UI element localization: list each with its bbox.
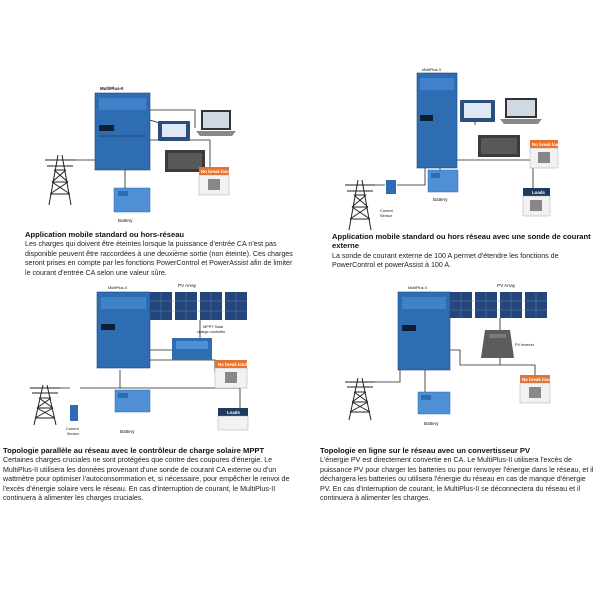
no-break-loads-label: No break loads — [532, 142, 564, 147]
diagram-3-canvas: PV Array MultiPlus-II MPPT So — [30, 283, 250, 431]
pv-array: PV Array — [150, 283, 247, 320]
pv-array-label: PV Array — [178, 283, 197, 288]
no-break-loads-label: No break loads — [201, 169, 233, 174]
loads-box: Loads — [217, 408, 249, 431]
diagram-standard-mobile: MultiPlus-II Battery No break — [0, 0, 300, 277]
battery-unit: Battery — [427, 169, 459, 202]
diagram-4-canvas: PV Array MultiPlus-II PV Inverter — [345, 283, 554, 426]
current-sensor-label-2: Sensor — [380, 214, 393, 218]
diagram-grid-parallel-mppt: PV Array MultiPlus-II MPPT So — [0, 280, 300, 520]
caption-body: Les charges qui doivent être éteintes lo… — [25, 240, 293, 277]
caption-body: La sonde de courant externe de 100 A per… — [332, 251, 559, 270]
wires — [375, 318, 536, 392]
battery-label: Battery — [118, 218, 133, 223]
loads-box: Loads — [522, 188, 551, 217]
caption-title: Application mobile standard ou hors rése… — [332, 232, 591, 251]
diagram-3-labels: Battery Current Sensor — [66, 427, 135, 436]
current-sensor-label-1: Current — [66, 427, 80, 431]
mppt-label-1: MPPT Solar — [203, 325, 224, 329]
multiplus-unit: MultiPlus-II — [96, 286, 151, 369]
battery-unit — [114, 389, 151, 413]
caption-external-sensor: Application mobile standard ou hors rése… — [332, 232, 594, 271]
caption-title: Topologie parallèle au réseau avec le co… — [3, 446, 265, 455]
laptop-icon — [500, 98, 542, 124]
pv-inverter-label: PV Inverter — [515, 343, 535, 347]
loads-label: Loads — [227, 410, 240, 415]
caption-body: Certaines charges cruciales ne sont prot… — [3, 456, 290, 503]
no-break-loads-label: No break loads — [218, 362, 250, 367]
control-unit — [165, 150, 205, 172]
multiplus-unit: MultiPlus-II — [94, 86, 151, 171]
battery-unit: Battery — [113, 187, 151, 223]
no-break-loads-box: No break loads — [519, 375, 554, 404]
multiplus-unit: MultiPlus-II — [416, 68, 458, 169]
diagram-external-sensor: Current Sensor MultiPlus-II Battery — [300, 0, 600, 270]
pv-array: PV Array — [450, 283, 547, 318]
current-sensor: Current Sensor — [380, 180, 396, 218]
caption-title: Application mobile standard ou hors-rése… — [25, 230, 185, 239]
gx-panel — [460, 100, 495, 122]
no-break-loads-box: No break loads — [529, 140, 564, 169]
multiplus-unit: MultiPlus-II — [397, 286, 451, 371]
diagram-2-canvas: Current Sensor MultiPlus-II Battery — [345, 68, 564, 231]
mppt-label-2: charge controller — [197, 330, 226, 334]
power-tower-icon — [345, 377, 375, 421]
pv-inverter: PV Inverter — [481, 330, 535, 358]
control-unit — [478, 135, 520, 157]
multiplus-label: MultiPlus-II — [100, 86, 123, 91]
no-break-loads-box: No break loads — [198, 167, 233, 196]
no-break-loads-box: No break loads — [214, 360, 250, 389]
mppt-controller: MPPT Solar charge controller — [172, 325, 226, 360]
battery-label: Battery — [120, 429, 135, 434]
caption-grid-inline-pv-inverter: Topologie en ligne sur le réseau avec un… — [320, 446, 596, 503]
multiplus-label: MultiPlus-II — [108, 286, 127, 290]
battery-unit: Battery — [417, 391, 451, 426]
battery-label: Battery — [433, 197, 448, 202]
pv-array-label: PV Array — [497, 283, 516, 288]
diagram-1-canvas: MultiPlus-II Battery No break — [45, 86, 236, 223]
battery-label: Battery — [424, 421, 439, 426]
power-tower-icon — [345, 179, 375, 231]
laptop-icon — [196, 110, 236, 136]
power-tower-icon — [30, 384, 60, 426]
diagram-grid-inline-pv-inverter: PV Array MultiPlus-II PV Inverter — [300, 280, 600, 520]
power-tower-icon — [45, 154, 75, 206]
loads-label: Loads — [532, 190, 545, 195]
no-break-loads-label: No break loads — [522, 377, 554, 382]
current-sensor-label-2: Sensor — [67, 432, 80, 436]
caption-standard-mobile: Application mobile standard ou hors-rése… — [25, 230, 295, 278]
caption-title: Topologie en ligne sur le réseau avec un… — [320, 446, 531, 455]
current-sensor-label-1: Current — [380, 209, 394, 213]
caption-grid-parallel-mppt: Topologie parallèle au réseau avec le co… — [3, 446, 295, 503]
multiplus-label: MultiPlus-II — [408, 286, 427, 290]
gx-panel — [158, 121, 190, 141]
caption-body: L'énergie PV est directement convertie e… — [320, 456, 594, 503]
multiplus-label: MultiPlus-II — [422, 68, 441, 72]
current-sensor — [70, 405, 78, 421]
